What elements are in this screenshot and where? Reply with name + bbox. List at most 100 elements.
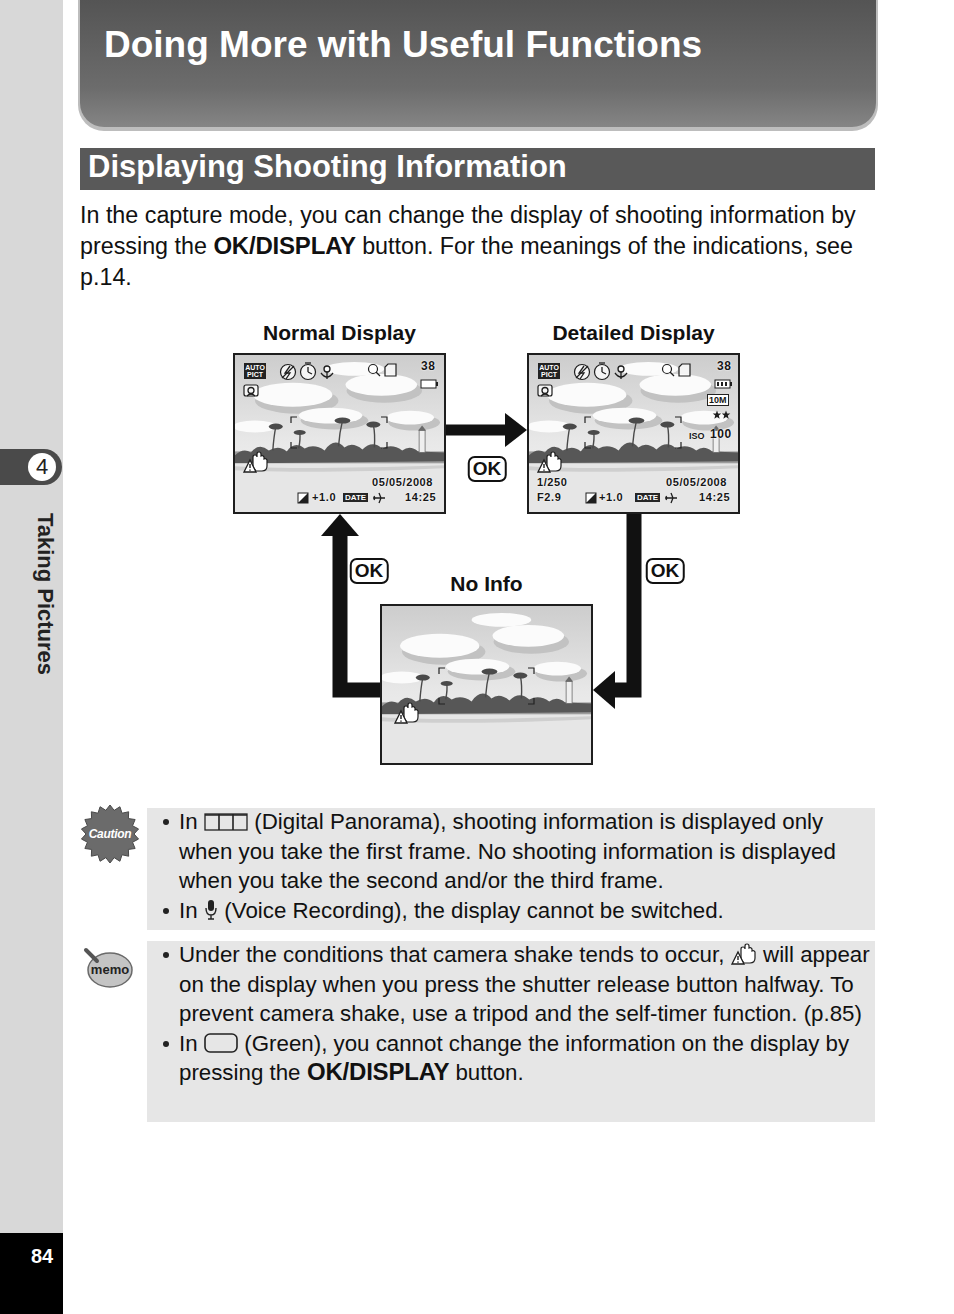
quality-star (722, 411, 731, 419)
note-text: In (179, 1031, 198, 1056)
normal-screen-picture-part (298, 493, 308, 503)
osd-readout: DATE (343, 493, 368, 502)
osd-readout: 05/05/2008 (372, 476, 433, 489)
page-title: Doing More with Useful Functions (104, 22, 702, 68)
arrow-shaft (446, 425, 505, 436)
bullet-item: Under the conditions that camera shake t… (160, 940, 872, 1029)
screen-display: Normal DisplayAUTO PICT3805/05/2008+1.0D… (233, 353, 446, 514)
inline-icon (204, 1032, 238, 1054)
detailed-screen-picture (527, 355, 738, 512)
section-heading: Displaying Shooting Information (88, 149, 567, 185)
arrow-head (321, 514, 359, 536)
microphone-icon (206, 908, 216, 919)
osd-readout: +1.0 (312, 491, 336, 504)
detailed-screen-picture-part (585, 417, 681, 448)
section-band (80, 148, 875, 190)
chapter-tab-part (0, 449, 30, 485)
note-text: (Voice Recording), the display cannot be… (224, 898, 723, 923)
shake-icon (732, 944, 755, 964)
osd-readout: DATE (635, 493, 660, 502)
bullet-dot (163, 908, 169, 914)
flow-arrow (446, 413, 527, 447)
microphone-icon (208, 900, 214, 911)
inline-icon (204, 899, 218, 921)
title-band-part (78, 0, 878, 131)
screen-display: Detailed DisplayAUTO PICT3810MISO1001/25… (527, 353, 740, 514)
osd-readout: 14:25 (699, 491, 730, 504)
caution-box (147, 808, 875, 930)
chapter-name: Taking Pictures (32, 513, 58, 675)
inline-icon (204, 812, 248, 832)
memo-box (147, 941, 875, 1122)
detailed-screen-picture-part (527, 355, 738, 512)
detailed-screen-picture-part (718, 382, 726, 386)
bullet-item: In(Digital Panorama), shooting informati… (160, 807, 872, 896)
memo-icon-part (86, 950, 97, 961)
inline-icon (731, 943, 757, 965)
normal-screen-picture-part (436, 382, 438, 386)
flow-arrow (321, 514, 380, 690)
panorama-icon (205, 814, 247, 830)
caution-notes: In(Digital Panorama), shooting informati… (160, 807, 872, 925)
osd-readout: ISO (689, 431, 705, 442)
detailed-screen-picture-part-part (586, 493, 596, 503)
normal-screen-picture-part (421, 380, 436, 388)
detailed-screen-picture-part-part (586, 493, 596, 503)
detailed-screen-picture-part (730, 382, 732, 386)
screen-caption: Normal Display (235, 320, 444, 346)
detailed-screen-picture-part (538, 452, 561, 472)
caution-word: Caution (80, 826, 140, 842)
detailed-screen-picture-part (538, 363, 690, 396)
osd-readout: 14:25 (405, 491, 436, 504)
bullet-dot (163, 952, 169, 958)
button-name: OK/DISPLAY (307, 1058, 449, 1085)
osd-readout: 05/05/2008 (666, 476, 727, 489)
osd-readout: 38 (717, 360, 732, 373)
osd-readout: AUTO PICT (538, 363, 560, 379)
chapter-tab-part (0, 449, 62, 485)
title-band (78, 0, 878, 131)
button-label: OK (468, 456, 507, 482)
chapter-number: 4 (27, 455, 57, 479)
osd-readout: +1.0 (599, 491, 623, 504)
normal-screen-picture (233, 355, 444, 512)
normal-screen-picture-part-part (298, 493, 308, 503)
bullet-dot (163, 819, 169, 825)
osd-readout: 100 (710, 428, 732, 441)
page-number: 84 (12, 1244, 72, 1268)
flow-arrow (593, 514, 634, 709)
osd-readout: 38 (421, 360, 436, 373)
note-text: (Digital Panorama), shooting information… (179, 809, 836, 893)
osd-readout: AUTO PICT (244, 363, 266, 379)
chapter-tab-part (28, 453, 56, 481)
no-info-screen-picture-part (395, 703, 418, 723)
screen-caption: Detailed Display (529, 320, 738, 346)
note-text: button. (455, 1060, 523, 1085)
note-text: In (179, 809, 198, 834)
note-text: In (179, 898, 198, 923)
osd-readout: 1/250 (537, 476, 568, 489)
detailed-screen-picture-part (586, 493, 596, 503)
normal-screen-picture-part (373, 493, 385, 503)
bullet-item: In(Green), you cannot change the informa… (160, 1029, 872, 1088)
osd-readout: 10M (707, 394, 729, 406)
no-info-screen-picture-part (439, 668, 534, 704)
bullet-item: In (Voice Recording), the display cannot … (160, 896, 872, 926)
normal-screen-picture-part (233, 355, 444, 512)
bullet-dot (163, 1041, 169, 1047)
quality-star (713, 411, 722, 419)
note-text: Under the conditions that camera shake t… (179, 942, 724, 967)
detailed-screen-picture-part (665, 493, 677, 503)
arrow-head (505, 413, 527, 447)
osd-readout: F2.9 (537, 491, 561, 504)
memo-notes: Under the conditions that camera shake t… (160, 940, 872, 1088)
arrow-head (593, 671, 615, 709)
button-label: OK (350, 558, 389, 584)
panorama-icon (205, 814, 247, 830)
normal-screen-picture-part (244, 452, 267, 472)
normal-screen-picture-part (291, 417, 387, 448)
screen-caption: No Info (382, 571, 591, 597)
